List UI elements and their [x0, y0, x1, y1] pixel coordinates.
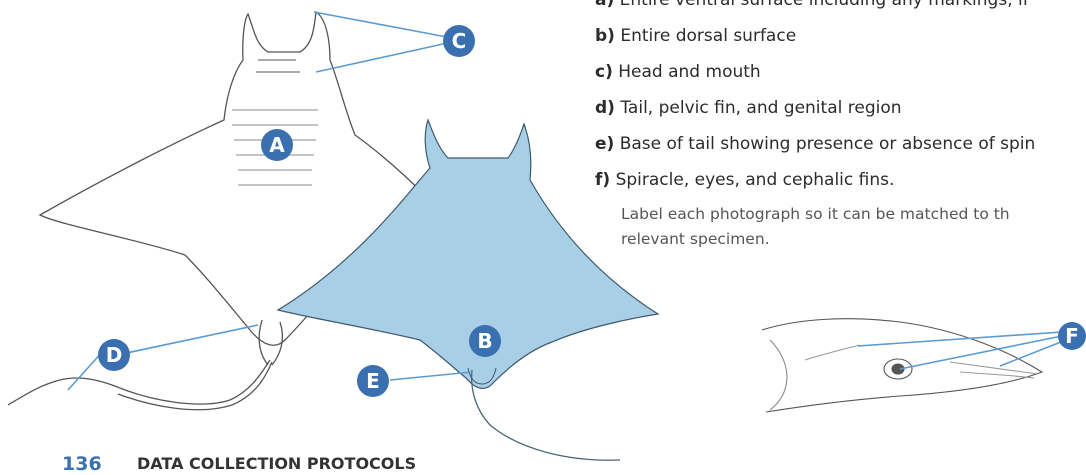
list-item-b: b) Entire dorsal surface	[595, 26, 796, 46]
list-letter: c)	[595, 62, 613, 82]
svg-text:F: F	[1065, 324, 1079, 348]
list-text: Spiracle, eyes, and cephalic fins.	[616, 170, 895, 190]
list-item-f: f) Spiracle, eyes, and cephalic fins.	[595, 170, 894, 190]
note-line-2: relevant specimen.	[621, 230, 770, 248]
svg-text:B: B	[477, 329, 492, 353]
page-number: 136	[62, 453, 102, 475]
callout-e: E	[357, 365, 389, 397]
list-letter: a)	[595, 0, 614, 10]
callout-c: C	[443, 25, 475, 57]
list-text: Entire ventral surface including any mar…	[620, 0, 1029, 10]
ventral-ray-drawing	[8, 12, 445, 410]
svg-text:E: E	[366, 369, 380, 393]
callout-d: D	[98, 339, 130, 371]
list-text: Base of tail showing presence or absence…	[620, 134, 1036, 154]
list-letter: e)	[595, 134, 614, 154]
svg-text:A: A	[269, 133, 285, 157]
callout-b: B	[469, 325, 501, 357]
list-text: Entire dorsal surface	[620, 26, 796, 46]
list-item-a: a) Entire ventral surface including any …	[595, 0, 1029, 10]
list-item-c: c) Head and mouth	[595, 62, 761, 82]
list-letter: d)	[595, 98, 615, 118]
svg-text:C: C	[452, 29, 467, 53]
list-text: Head and mouth	[618, 62, 760, 82]
list-letter: f)	[595, 170, 610, 190]
list-item-e: e) Base of tail showing presence or abse…	[595, 134, 1035, 154]
callout-a: A	[261, 129, 293, 161]
svg-text:D: D	[106, 343, 123, 367]
list-item-d: d) Tail, pelvic fin, and genital region	[595, 98, 902, 118]
list-letter: b)	[595, 26, 615, 46]
note-line-1: Label each photograph so it can be match…	[621, 205, 1010, 223]
list-text: Tail, pelvic fin, and genital region	[620, 98, 901, 118]
callout-f: F	[1058, 322, 1086, 350]
section-title: DATA COLLECTION PROTOCOLS	[137, 454, 416, 473]
